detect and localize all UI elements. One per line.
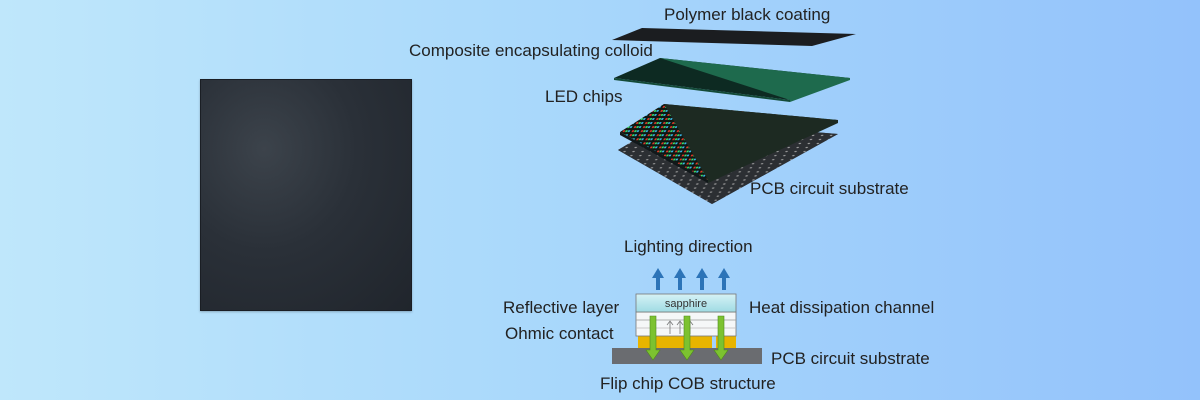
- heat-dissipation-arrows: [645, 315, 729, 361]
- ohmic-contact-pad: [638, 336, 712, 348]
- polymer-black-coating-layer: [612, 28, 856, 46]
- reflective-layer-label: Reflective layer: [503, 298, 620, 317]
- flip-chip-cob-diagram: sapphire: [612, 268, 762, 364]
- colloid-label: Composite encapsulating colloid: [409, 41, 653, 60]
- pcb-bottom-label: PCB circuit substrate: [771, 349, 930, 368]
- polymer-coating-label: Polymer black coating: [664, 5, 831, 24]
- sapphire-label: sapphire: [665, 298, 707, 310]
- led-chip-layer: [620, 104, 838, 183]
- pcb-top-label: PCB circuit substrate: [750, 179, 909, 198]
- lighting-arrows: [652, 268, 730, 290]
- led-display-panel: [200, 79, 412, 311]
- heat-dissipation-label: Heat dissipation channel: [749, 298, 935, 317]
- encapsulating-colloid-layer: [614, 58, 850, 102]
- flip-chip-cob-label: Flip chip COB structure: [600, 374, 776, 393]
- exploded-layer-stack: [614, 58, 850, 204]
- lighting-direction-label: Lighting direction: [624, 237, 753, 256]
- ohmic-contact-label: Ohmic contact: [505, 324, 614, 343]
- led-chips-label: LED chips: [545, 87, 623, 106]
- sapphire-layer: [635, 293, 737, 313]
